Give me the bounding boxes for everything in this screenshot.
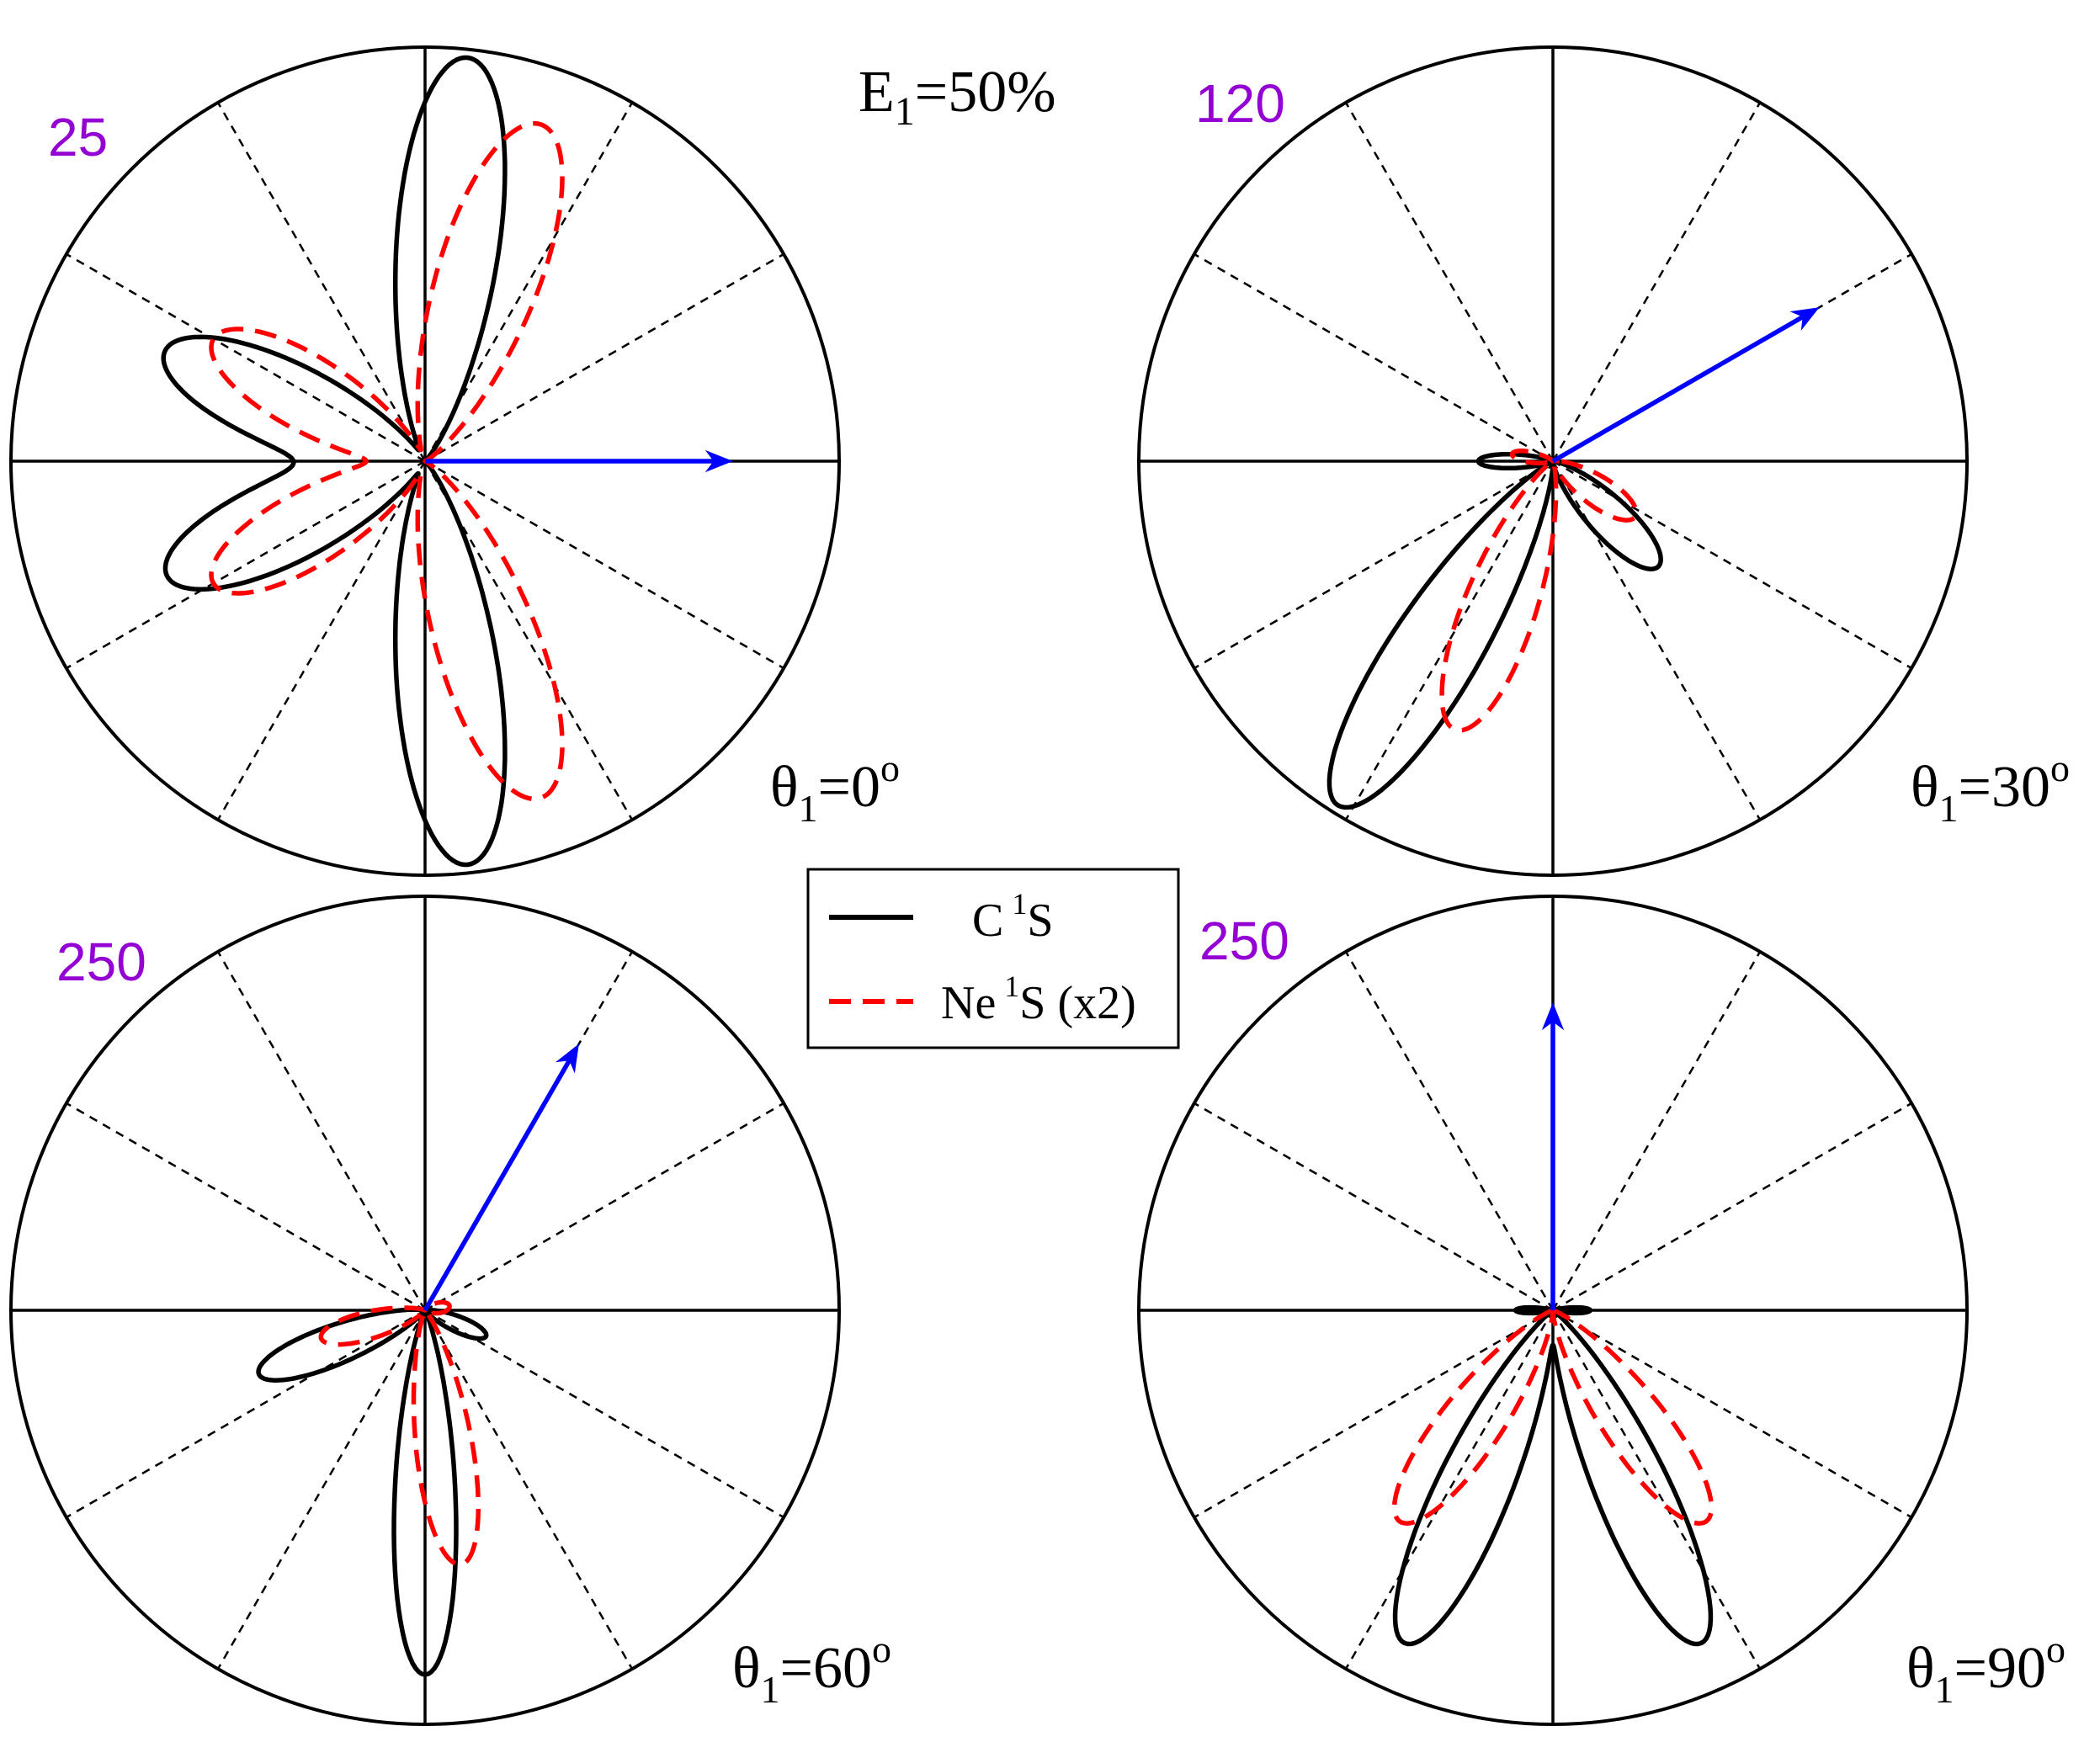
field-direction-arrow [1551, 307, 1820, 464]
guide-line-150 [66, 1102, 426, 1312]
outer-circle [9, 895, 841, 1726]
series-c-curve [161, 55, 508, 868]
guide-line-210 [1194, 459, 1554, 670]
polar-panel-top-right: 120 θ1=30o [1137, 45, 2070, 877]
theta-label: θ1=0o [770, 746, 900, 830]
scale-label: 25 [48, 107, 108, 167]
guide-line-120 [216, 951, 427, 1311]
outer-circle [9, 45, 841, 877]
polar-panel-bottom-right: 250 θ1=90o [1137, 895, 2065, 1726]
guide-line-120 [1344, 951, 1555, 1311]
guide-line-150 [1194, 1102, 1554, 1312]
guide-line-30 [424, 1102, 784, 1312]
guide-line-30 [1552, 1102, 1912, 1312]
series-ne-curve [1391, 1308, 1715, 1526]
series-c-curve [256, 1307, 489, 1677]
series-ne-curve [209, 120, 565, 802]
series-c-curve [1326, 451, 1663, 810]
outer-circle [1137, 45, 1969, 877]
outer-circle [1137, 895, 1969, 1726]
guide-line-210 [66, 1309, 426, 1519]
theta-label: θ1=30o [1911, 746, 2070, 830]
guide-line-60 [1551, 102, 1762, 462]
polar-panel-bottom-left: 250 θ1=60o [9, 895, 891, 1726]
scale-label: 250 [56, 932, 146, 992]
guide-line-150 [1194, 252, 1554, 463]
guide-line-120 [1344, 102, 1555, 462]
scale-label: 120 [1195, 73, 1285, 134]
theta-label: θ1=60o [732, 1628, 891, 1711]
field-direction-arrow [423, 1044, 579, 1312]
guide-line-150 [66, 252, 426, 463]
guide-line-330 [424, 459, 784, 670]
series-ne-curve [1439, 449, 1639, 733]
figure-title: E1=50% [859, 60, 1056, 134]
series-ne-curve [318, 1299, 481, 1567]
guide-line-60 [1551, 951, 1762, 1311]
legend-box [806, 868, 1180, 1049]
theta-label: θ1=90o [1906, 1628, 2065, 1711]
guide-line-330 [1552, 1309, 1912, 1519]
guide-line-30 [424, 252, 784, 463]
scale-label: 250 [1199, 911, 1289, 971]
guide-line-210 [1194, 1309, 1554, 1519]
guide-line-240 [1344, 460, 1555, 821]
series-c-curve [1392, 1304, 1714, 1647]
polar-panel-top-left: 25 θ1=0o [9, 45, 900, 877]
